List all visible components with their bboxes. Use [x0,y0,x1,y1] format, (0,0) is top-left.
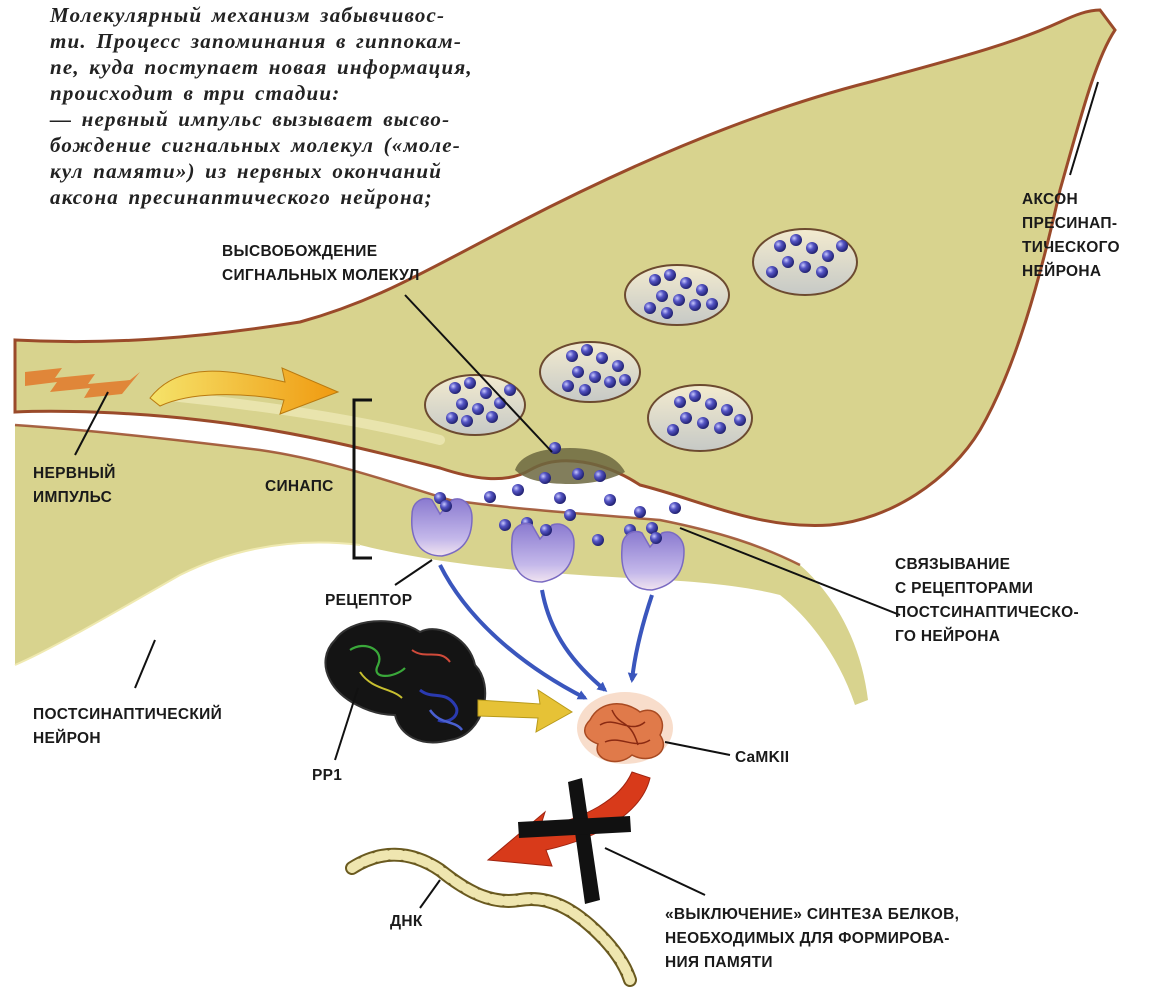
postsynaptic-membrane-bottom [14,541,361,666]
caption-line: Молекулярный механизм забывчивос- [50,3,446,27]
leader-line-binding [679,527,901,616]
pathway-arrow [627,594,654,683]
label-synapse: СИНАПС [265,478,334,495]
synapse-bracket [352,398,372,560]
camkii-protein [577,692,673,764]
label-dna: ДНК [390,913,423,930]
leader-line-axon [1069,81,1099,176]
pathway-arrow [438,564,588,700]
caption-line: бождение сигнальных молекул («моле- [50,133,461,157]
caption-line: ти. Процесс запоминания в гиппокам- [50,29,463,53]
label-impulse: НЕРВНЫЙ ИМПУЛЬС [33,465,116,506]
pp1-to-camkii-arrow [477,688,573,733]
label-postsynaptic: ПОСТСИНАПТИЧЕСКИЙ НЕЙРОН [33,706,223,747]
leader-line-pp1 [334,687,359,761]
label-camkii: CaMKII [735,749,790,766]
label-binding: СВЯЗЫВАНИЕ С РЕЦЕПТОРАМИ ПОСТСИНАПТИЧЕСК… [895,556,1079,645]
molecule-cluster [766,234,848,278]
receptor [411,497,473,557]
leader-line-release [404,294,553,453]
leader-line-impulse [74,391,109,456]
leader-line-dna [419,879,441,909]
molecule-cluster [667,390,746,436]
caption-line: кул памяти») из нервных окончаний [50,159,443,183]
nerve-impulse-arrow [25,367,340,415]
dna-helix [345,847,637,987]
caption-line: пе, куда поступает новая информация, [50,55,473,79]
figure-caption: Молекулярный механизм забывчивос- ти. Пр… [50,2,570,210]
pp1-protein [324,620,487,744]
label-pp1: PP1 [312,767,343,784]
label-receptor: РЕЦЕПТОР [325,592,413,609]
label-axon: АКСОН ПРЕСИНАП- ТИЧЕСКОГО НЕЙРОНА [1022,191,1120,280]
block-cross [518,778,631,904]
molecule-cluster [562,344,631,396]
receptor [621,530,685,591]
caption-line: — нервный импульс вызывает высво- [50,107,451,131]
postsynaptic-receptors [411,497,685,591]
postsynaptic-neuron [15,425,868,705]
leader-line-postsynaptic [134,639,156,689]
leader-line-switch-off [604,847,706,896]
label-switch-off: «ВЫКЛЮЧЕНИЕ» СИНТЕЗА БЕЛКОВ, НЕОБХОДИМЫХ… [665,906,960,971]
axon-highlight [155,390,445,445]
molecule-cluster [644,269,718,319]
receptor-to-camkii-arrows [438,564,654,700]
caption-line: происходит в три стадии: [50,81,341,105]
molecule-cluster [446,377,516,427]
camkii-to-dna-arrow [486,771,651,867]
leader-line-camkii [664,741,731,756]
caption-line: аксона пресинаптического нейрона; [50,185,433,209]
receptor [511,522,575,583]
leader-lines [74,81,1099,909]
label-release: ВЫСВОБОЖДЕНИЕ СИГНАЛЬНЫХ МОЛЕКУЛ [222,243,420,284]
leader-line-receptor [394,559,433,586]
pathway-arrow [540,589,608,692]
